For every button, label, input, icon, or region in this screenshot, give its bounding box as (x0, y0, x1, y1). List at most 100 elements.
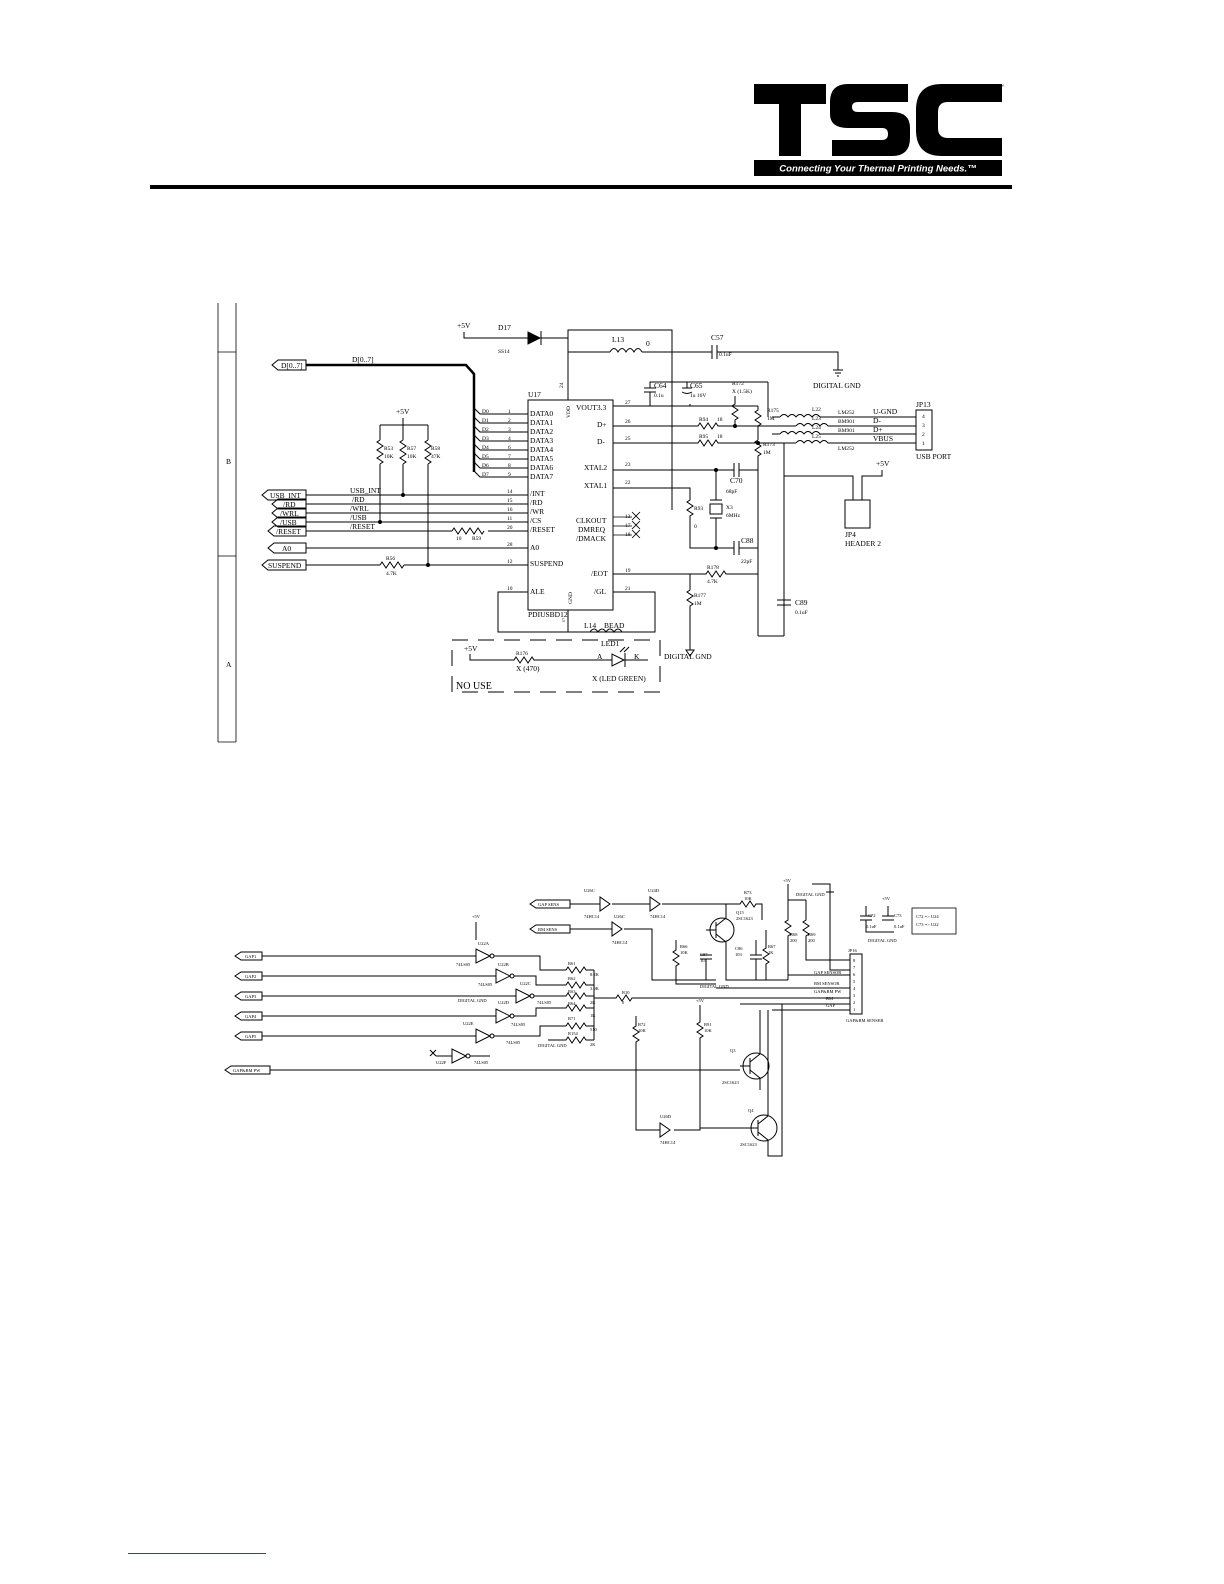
connector-jp16 (849, 953, 863, 1015)
svg-text:R173: R173 (763, 442, 775, 448)
svg-text:/RESET: /RESET (530, 525, 555, 534)
transistor-q3 (740, 1052, 770, 1080)
svg-text:Q3: Q3 (730, 1048, 736, 1053)
svg-text:1M: 1M (767, 416, 775, 422)
svg-text:10K: 10K (638, 1028, 647, 1033)
ic-left-pin-names: DATA0 DATA1 DATA2 DATA3 DATA4 DATA5 DATA… (530, 409, 564, 596)
header-rule (150, 185, 1012, 189)
bus-bit-labels: D0 D1 D2 D3 D4 D5 D6 D7 (482, 409, 489, 478)
svg-text:R72: R72 (638, 1022, 646, 1027)
svg-text:103: 103 (735, 952, 743, 957)
svg-text:USB PORT: USB PORT (916, 452, 952, 461)
no-use-box (451, 639, 661, 693)
svg-text:R177: R177 (694, 593, 706, 599)
ic-u17-ref: U17 (528, 390, 541, 399)
svg-text:BEAD: BEAD (604, 621, 625, 630)
svg-text:L14: L14 (584, 621, 596, 630)
svg-text:K: K (634, 652, 640, 661)
svg-text:2: 2 (508, 418, 511, 424)
svg-text:R154: R154 (568, 1031, 579, 1036)
svg-text:DATA0: DATA0 (530, 409, 553, 418)
svg-text:GAP4: GAP4 (245, 1014, 257, 1019)
inductor-l13 (609, 348, 643, 354)
svg-text:R172: R172 (732, 381, 744, 387)
svg-text:U22B: U22B (498, 962, 509, 967)
svg-text:LM252: LM252 (838, 410, 855, 416)
svg-text:28: 28 (507, 542, 513, 548)
ic-u17-gnd: GND (568, 592, 574, 604)
svg-text:4: 4 (922, 414, 925, 420)
svg-text:15: 15 (507, 498, 513, 504)
svg-text:D17: D17 (498, 323, 511, 332)
svg-text:L22: L22 (812, 407, 821, 413)
svg-text:1K: 1K (768, 950, 774, 955)
svg-text:0: 0 (646, 339, 650, 348)
usb-interface-schematic: B A D[0..7] D[0..7] D0 D1 D2 D3 D4 D5 D6… (217, 303, 952, 743)
svg-text:8: 8 (508, 463, 511, 469)
svg-text:R58: R58 (431, 446, 440, 452)
svg-text:DIGITAL GND: DIGITAL GND (868, 938, 897, 943)
svg-text:R62: R62 (568, 976, 576, 981)
svg-text:6: 6 (508, 445, 511, 451)
svg-text:SUSPEND: SUSPEND (268, 561, 302, 570)
svg-text:2K: 2K (590, 1042, 596, 1047)
transistor-q15 (706, 917, 735, 943)
svg-text:GAP1: GAP1 (245, 954, 256, 959)
svg-text:DATA4: DATA4 (530, 445, 553, 454)
svg-text:D7: D7 (482, 472, 489, 478)
svg-text:A0: A0 (530, 543, 539, 552)
transistor-q4 (700, 1114, 778, 1142)
svg-text:/INT: /INT (530, 489, 545, 498)
svg-text:U26C: U26C (614, 914, 625, 919)
svg-text:R67: R67 (768, 944, 776, 949)
svg-text:3: 3 (922, 423, 925, 429)
svg-text:47K: 47K (431, 454, 441, 460)
svg-text:74HC14: 74HC14 (584, 914, 600, 919)
svg-text:C73: C73 (894, 913, 902, 918)
svg-text:GAP: GAP (826, 1003, 835, 1008)
svg-text:C64: C64 (654, 381, 667, 390)
svg-text:10K: 10K (744, 896, 753, 901)
svg-text:CLKOUT: CLKOUT (576, 516, 607, 525)
svg-text:2: 2 (853, 1000, 855, 1005)
svg-text:R66: R66 (680, 944, 688, 949)
svg-text:ALE: ALE (530, 587, 545, 596)
ic-left-pin-numbers: 1 2 3 4 6 7 8 9 14 15 16 11 20 28 12 10 (507, 409, 513, 592)
svg-text:Q15: Q15 (736, 910, 744, 915)
svg-text:21: 21 (625, 586, 631, 592)
svg-text:L25: L25 (812, 434, 821, 440)
svg-text:GAP&BM PW: GAP&BM PW (814, 989, 842, 994)
svg-text:D3: D3 (482, 436, 489, 442)
svg-text:C72 => U24: C72 => U24 (916, 914, 939, 919)
svg-text:U26C: U26C (584, 888, 595, 893)
svg-text:DIGITAL GND: DIGITAL GND (796, 892, 825, 897)
cap-notes-box (911, 907, 957, 935)
r176-ref: R176 (516, 651, 528, 657)
svg-text:1: 1 (922, 441, 925, 447)
ic-u17 (527, 399, 614, 611)
svg-text:D6: D6 (482, 463, 489, 469)
svg-text:A0: A0 (282, 544, 291, 553)
svg-text:JP4: JP4 (845, 530, 856, 539)
svg-text:+5V: +5V (396, 407, 410, 416)
svg-text:1M: 1M (694, 601, 702, 607)
r56 (379, 561, 405, 569)
tsc-tagline: Connecting Your Thermal Printing Needs.™ (779, 164, 976, 175)
svg-text:JP16: JP16 (848, 948, 858, 953)
svg-text:74HC14: 74HC14 (612, 940, 628, 945)
svg-text:VBUS: VBUS (873, 434, 893, 443)
svg-text:/GL: /GL (594, 587, 607, 596)
svg-text:X (LED GREEN): X (LED GREEN) (592, 674, 646, 683)
svg-text:R95: R95 (699, 434, 708, 440)
svg-text:5: 5 (853, 979, 856, 984)
ic-u17-part: PDIUSBD12 (528, 610, 568, 619)
svg-text:DIGITAL GND: DIGITAL GND (664, 652, 712, 661)
svg-text:R57: R57 (407, 446, 416, 452)
svg-text:C70: C70 (730, 476, 743, 485)
svg-text:C86: C86 (735, 946, 743, 951)
svg-text:4: 4 (853, 986, 856, 991)
svg-text:D1: D1 (482, 418, 489, 424)
svg-text:R94: R94 (699, 417, 708, 423)
svg-text:+5V: +5V (457, 321, 471, 330)
svg-text:0.1u: 0.1u (654, 393, 664, 399)
